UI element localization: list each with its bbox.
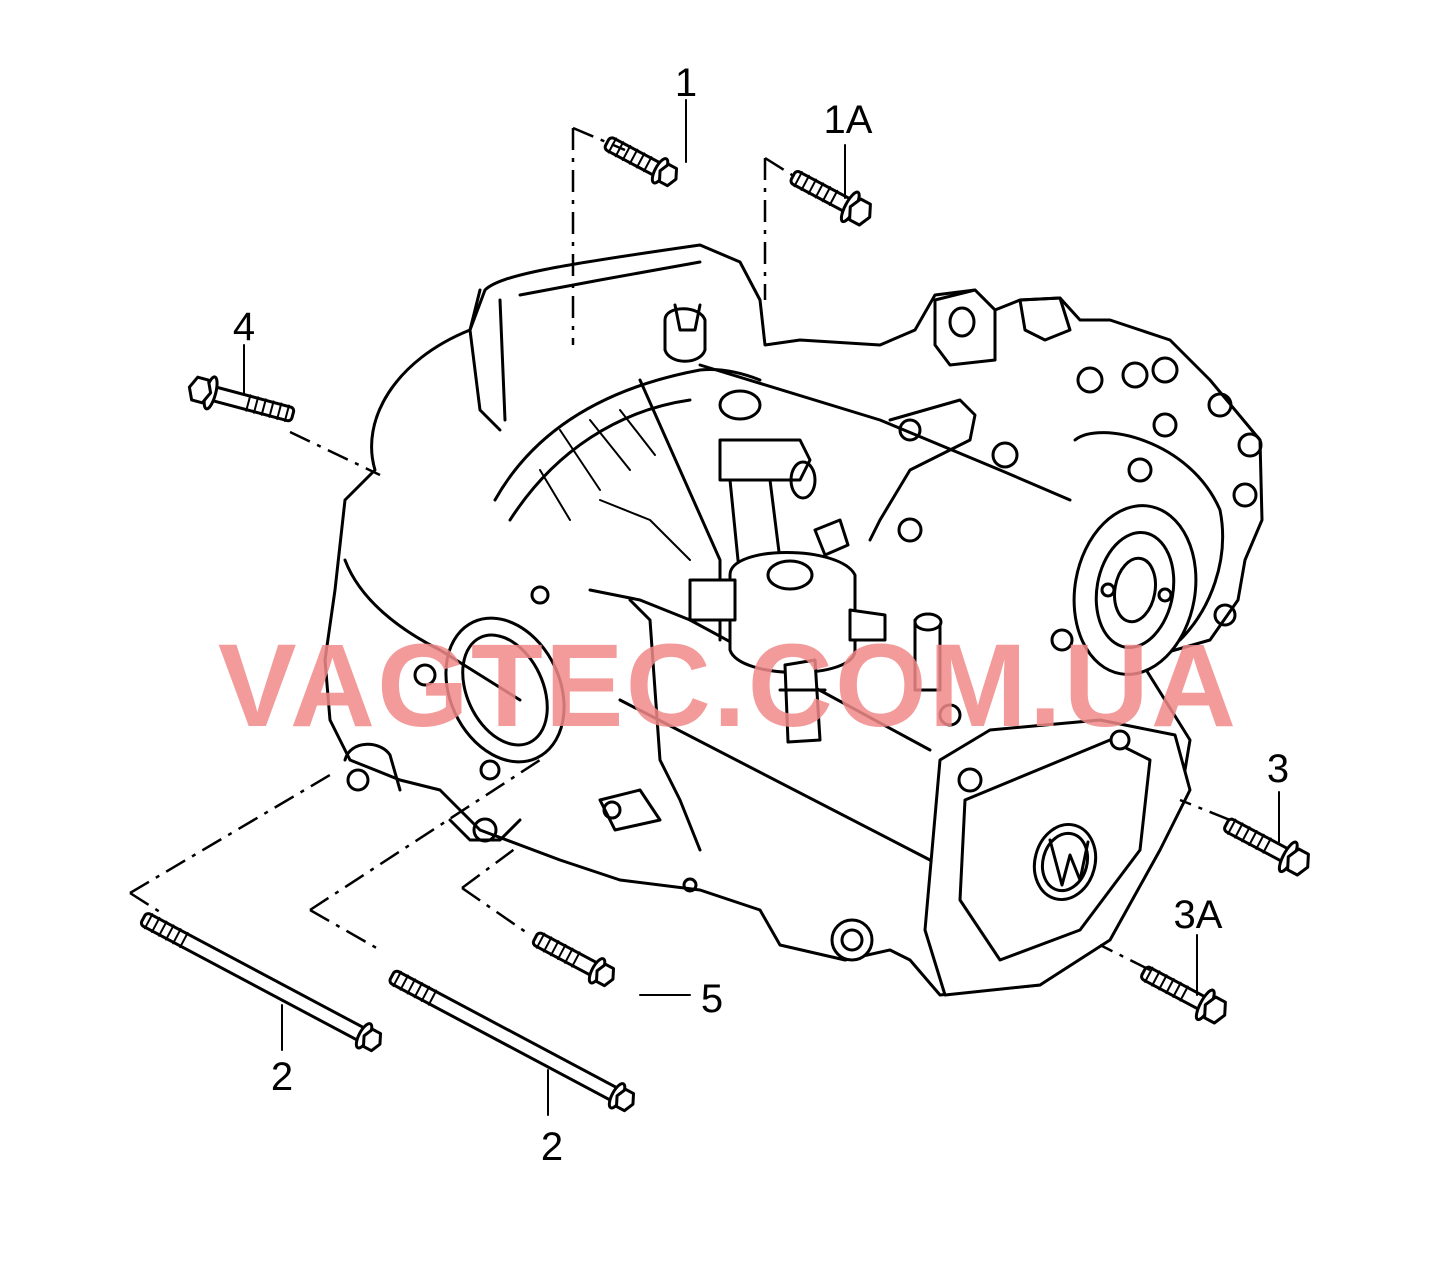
label-part-5: 5 — [701, 977, 723, 1021]
bolt-4 — [187, 375, 296, 423]
label-part-1: 1 — [675, 61, 697, 105]
label-part-4: 4 — [233, 305, 255, 349]
bolt-3a — [1140, 965, 1227, 1025]
bolts-group — [139, 136, 1310, 1113]
label-part-1a: 1A — [824, 98, 873, 142]
bolt-2-right — [388, 969, 636, 1113]
bolt-1a — [789, 170, 872, 227]
watermark-text: VAGTEC.COM.UA — [218, 620, 1238, 752]
bolt-2-left — [139, 912, 383, 1053]
label-part-3: 3 — [1267, 747, 1289, 791]
bolt-3 — [1223, 817, 1310, 877]
label-part-2-left: 2 — [271, 1055, 293, 1099]
bolt-1 — [603, 136, 679, 188]
label-part-2-right: 2 — [541, 1125, 563, 1169]
part-labels: 1 1A 4 3 3A 5 2 2 — [233, 61, 1289, 1169]
bolt-5 — [531, 931, 616, 988]
transmission-housing — [323, 243, 1264, 997]
leader-lines — [129, 99, 1280, 1116]
label-part-3a: 3A — [1174, 893, 1223, 937]
